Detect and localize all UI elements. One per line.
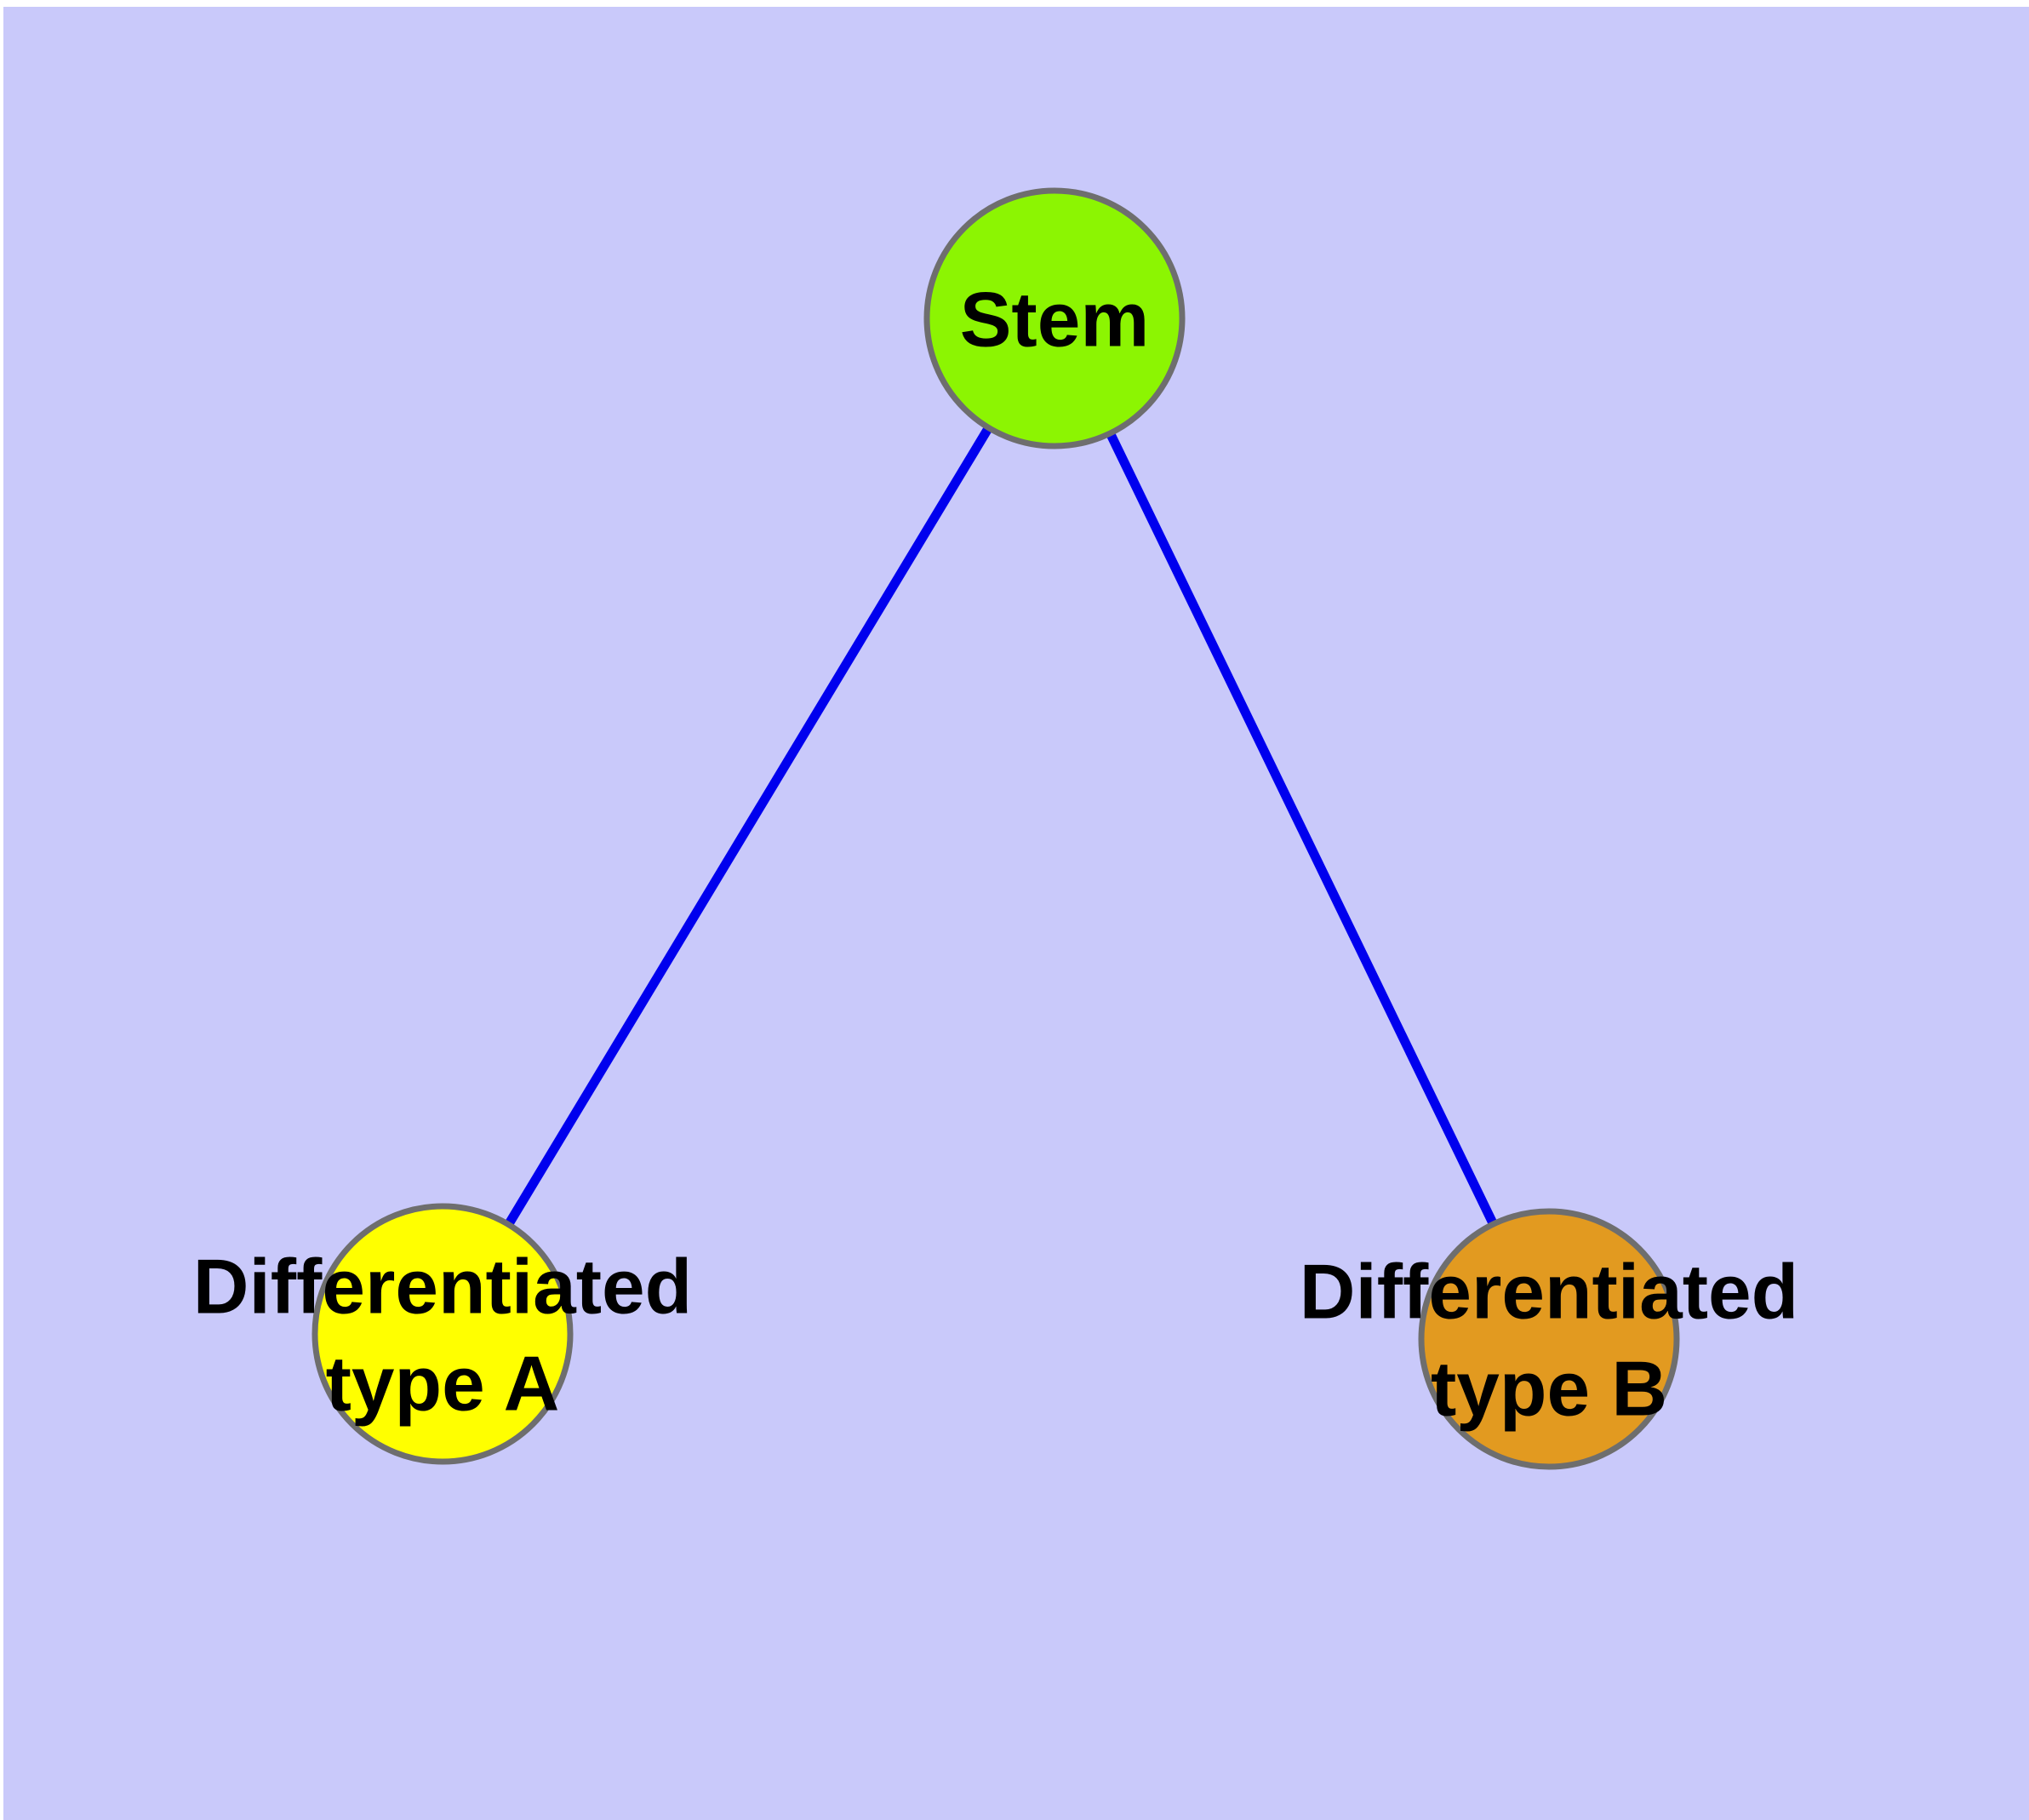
edge-stem-to-type-a — [438, 316, 1059, 1336]
node-differentiated-type-a-circle — [311, 1203, 574, 1465]
node-stem: Stem — [923, 187, 1186, 449]
node-stem-circle — [923, 187, 1186, 449]
edge-group — [438, 316, 1553, 1342]
edge-stem-to-type-b — [1050, 316, 1553, 1342]
node-stem-label: Stem — [960, 277, 1150, 363]
node-differentiated-type-b-circle — [1418, 1208, 1680, 1470]
